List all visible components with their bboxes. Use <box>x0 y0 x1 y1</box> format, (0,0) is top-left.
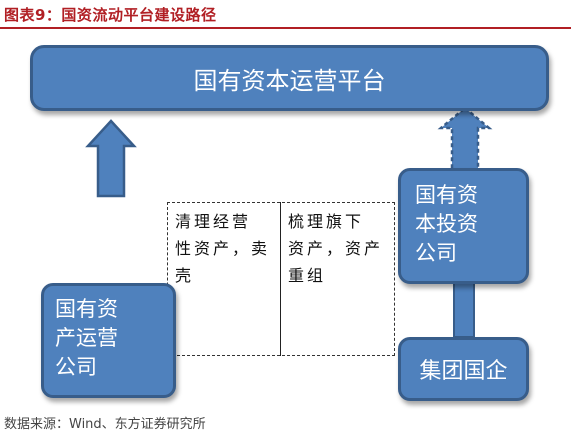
group-soe-box: 集团国企 <box>398 337 529 401</box>
investment-company-box: 国有资 本投资 公司 <box>398 168 529 284</box>
investment-company-line: 本投资 <box>415 212 478 236</box>
source-note: 数据来源：Wind、东方证券研究所 <box>4 417 206 432</box>
investment-company-line: 国有资 <box>415 183 478 207</box>
right-note-line: 梳理旗下 <box>288 212 365 231</box>
title-divider <box>0 27 571 29</box>
right-note-line: 重组 <box>288 266 327 285</box>
operating-company-line: 国有资 <box>55 297 118 321</box>
right-note: 梳理旗下 资产，资产 重组 <box>288 208 392 289</box>
figure-title: 图表9：国资流动平台建设路径 <box>4 6 217 24</box>
up-arrow-left <box>85 119 137 198</box>
capital-operation-platform: 国有资本运营平台 <box>30 45 549 111</box>
platform-label: 国有资本运营平台 <box>193 66 386 95</box>
group-to-investco-connector <box>453 282 475 338</box>
operating-company-line: 产运营 <box>55 326 118 350</box>
actions-panel <box>167 202 395 356</box>
operating-company-line: 公司 <box>55 355 97 379</box>
left-note-line: 清理经营 <box>175 212 252 231</box>
up-arrow-right-dashed <box>437 106 493 172</box>
group-soe-label: 集团国企 <box>419 359 508 384</box>
investment-company-line: 公司 <box>415 241 457 265</box>
left-note-line: 性资产，卖 <box>175 239 271 258</box>
operating-company-box: 国有资 产运营 公司 <box>41 283 176 398</box>
right-note-line: 资产，资产 <box>288 239 384 258</box>
left-note-line: 壳 <box>175 266 195 285</box>
actions-panel-divider <box>280 202 281 356</box>
left-note: 清理经营 性资产，卖 壳 <box>175 208 277 289</box>
